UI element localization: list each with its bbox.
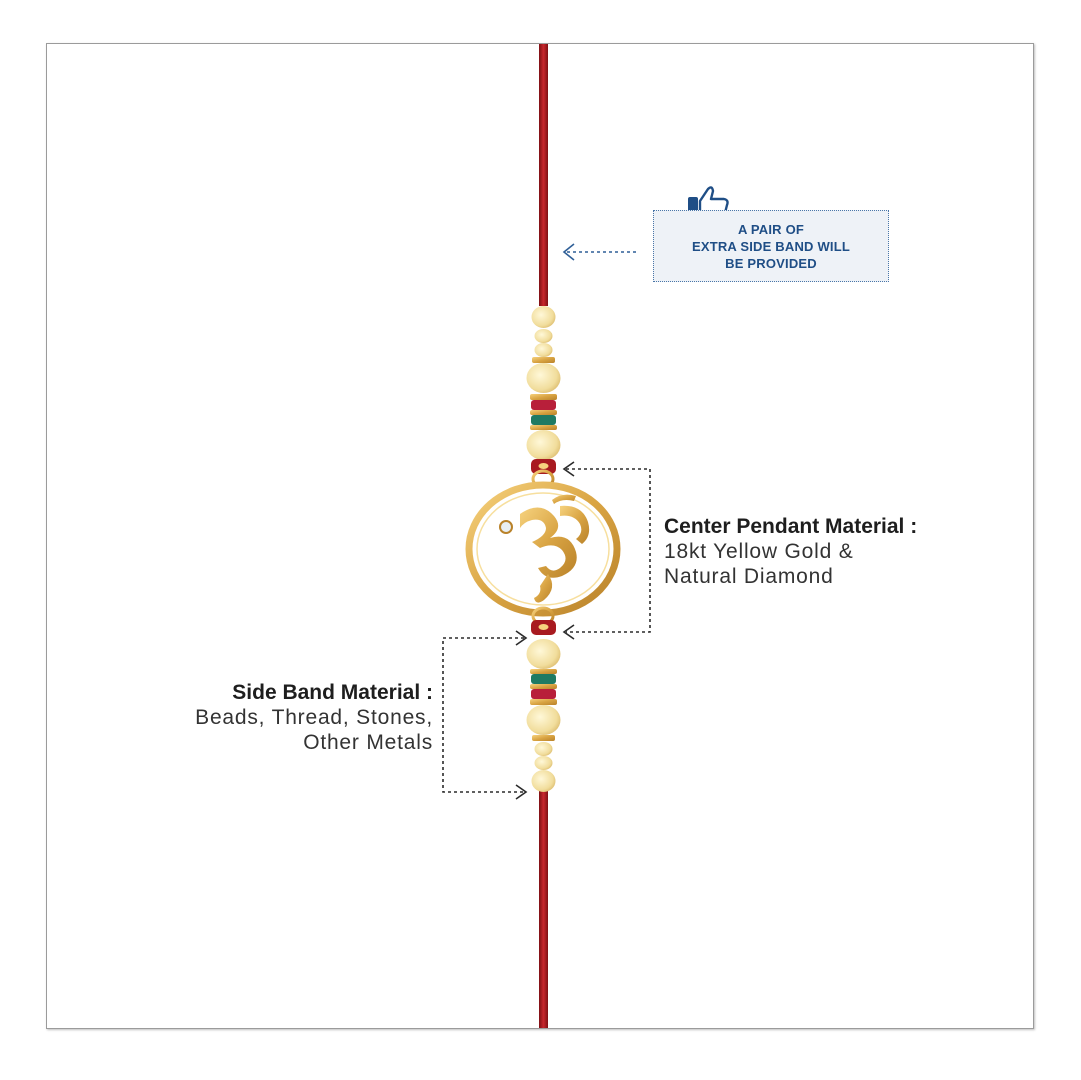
thread-bottom [539, 790, 548, 1028]
om-symbol [520, 494, 590, 603]
side-band-line-1: Beads, Thread, Stones, [195, 706, 433, 729]
callout-arrow [562, 243, 636, 261]
center-pendant-title: Center Pendant Material : [664, 515, 918, 538]
extra-band-callout: A PAIR OF EXTRA SIDE BAND WILL BE PROVID… [653, 210, 889, 282]
center-pendant-line-2: Natural Diamond [664, 565, 834, 588]
side-band-label: Side Band Material : Beads, Thread, Ston… [195, 680, 433, 755]
side-band-title: Side Band Material : [232, 681, 433, 704]
callout-line-2: EXTRA SIDE BAND WILL [691, 239, 851, 254]
upper-bead-strand [526, 306, 561, 474]
om-pendant [465, 469, 621, 626]
side-band-line-2: Other Metals [303, 731, 433, 754]
center-pendant-bracket [562, 461, 651, 640]
callout-line-3: BE PROVIDED [725, 256, 817, 271]
thread-top [539, 44, 548, 306]
center-pendant-line-1: 18kt Yellow Gold & [664, 540, 854, 563]
lower-bead-strand [526, 620, 561, 792]
side-band-bracket [442, 630, 528, 800]
diamond [499, 520, 513, 534]
center-pendant-label: Center Pendant Material : 18kt Yellow Go… [664, 514, 917, 589]
callout-line-1: A PAIR OF [737, 222, 805, 237]
